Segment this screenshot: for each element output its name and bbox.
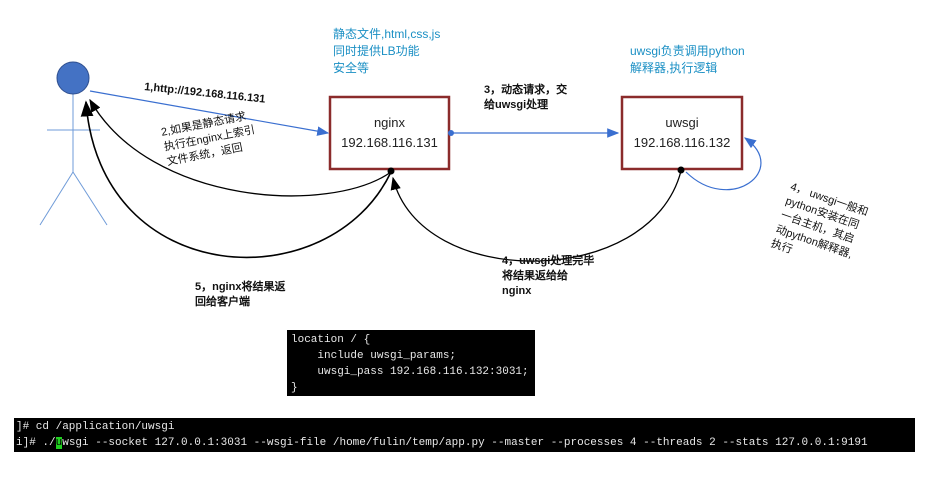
nginx-config-block: location / { include uwsgi_params; uwsgi…	[287, 330, 535, 396]
config-line: include uwsgi_params;	[291, 350, 457, 362]
uwsgi-self-loop	[685, 137, 762, 191]
step4-return-curve	[390, 170, 682, 262]
step3-label: 3，动态请求，交 给uwsgi处理	[484, 84, 568, 111]
uwsgi-box	[620, 95, 744, 171]
client-user-icon	[39, 61, 108, 226]
step5-label: 5，nginx将结果返 回给客户端	[195, 281, 286, 308]
uwsgi-name: uwsgi	[665, 115, 699, 130]
uwsgi-ip: 192.168.116.132	[633, 135, 731, 150]
terminal-line-2: i]# ./uwsgi --socket 127.0.0.1:3031 --ws…	[16, 437, 868, 449]
nginx-note: 静态文件,html,css,js 同时提供LB功能 安全等	[333, 27, 441, 75]
config-line: }	[291, 382, 298, 394]
terminal-line-1: ]# cd /application/uwsgi	[16, 421, 175, 433]
nginx-name: nginx	[373, 115, 406, 130]
step2-curve	[89, 98, 392, 197]
step5-curve	[80, 100, 392, 259]
nginx-box-label: nginx 192.168.116.131	[330, 113, 449, 153]
terminal-cursor: u	[55, 437, 63, 449]
uwsgi-note: uwsgi负责调用python 解释器,执行逻辑	[630, 44, 745, 75]
terminal-window[interactable]: ]# cd /application/uwsgi i]# ./uwsgi --s…	[14, 418, 915, 452]
config-line: location / {	[291, 334, 371, 346]
uwsgi-box-label: uwsgi 192.168.116.132	[622, 113, 742, 153]
step1-arrow	[89, 90, 330, 136]
step4-return-label: 4，uwsgi处理完毕 将结果返给给 nginx	[502, 255, 595, 297]
nginx-ip: 192.168.116.131	[341, 135, 438, 150]
config-line: uwsgi_pass 192.168.116.132:3031;	[291, 366, 529, 378]
